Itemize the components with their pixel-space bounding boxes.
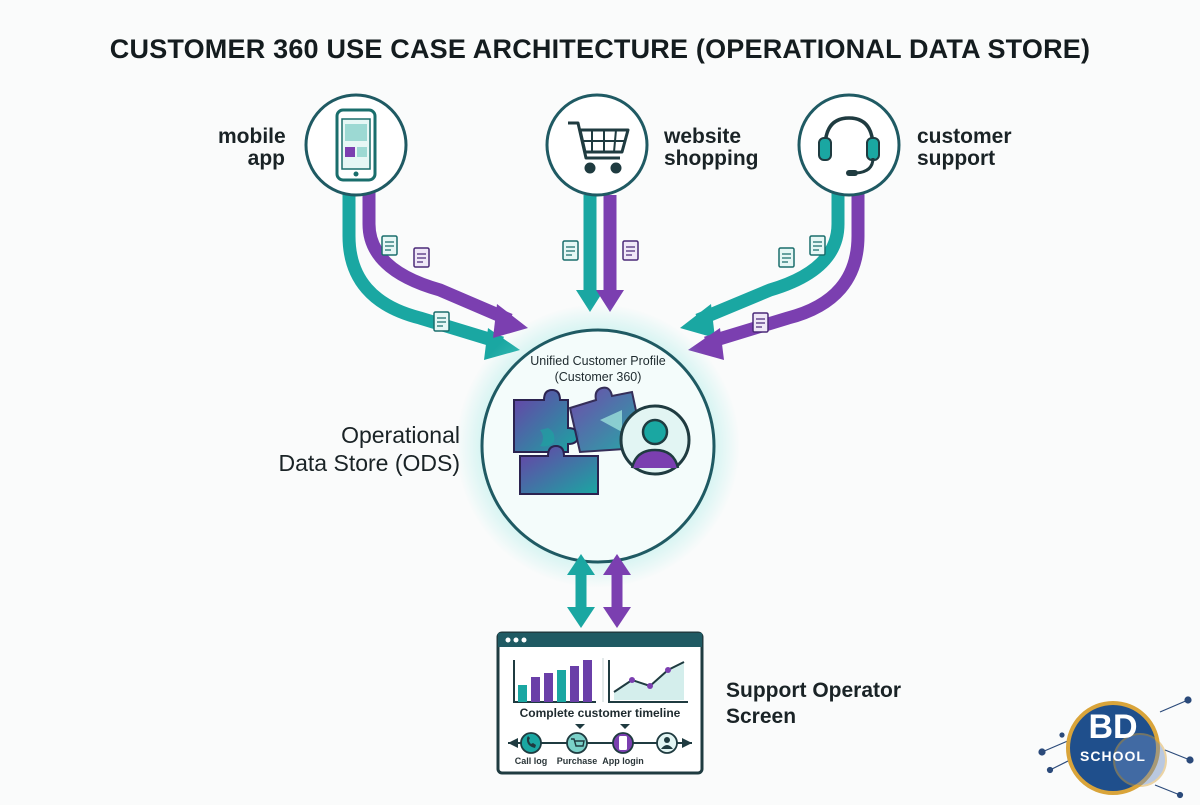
headset-icon: [818, 116, 880, 176]
mobile-flow-arrows: [342, 192, 528, 360]
document-icon: [562, 240, 579, 261]
label-line: app: [247, 147, 285, 170]
label-line: (Customer 360): [554, 370, 642, 384]
label-line: support: [917, 147, 996, 170]
website-flow-arrows: [576, 195, 624, 312]
customer-avatar-icon: [619, 404, 691, 476]
smartphone-icon: [612, 732, 634, 754]
document-icon: [381, 235, 398, 256]
bidirectional-arrows: [567, 554, 631, 628]
document-icon: [413, 247, 430, 268]
label-line: Screen: [726, 705, 797, 728]
line-chart-icon: [608, 660, 688, 703]
label-line: Support Operator: [726, 679, 902, 702]
document-icon: [622, 240, 639, 261]
profile-title: Unified Customer Profile (Customer 360): [495, 353, 701, 385]
screen-label: Support Operator Screen: [726, 678, 901, 730]
ods-label: Operational Data Store (ODS): [240, 421, 461, 477]
support-flow-arrows: [680, 192, 865, 360]
label-line: Unified Customer Profile: [530, 354, 666, 368]
timeline-event-label: App login: [602, 756, 644, 766]
document-icons: [381, 235, 826, 333]
label-line: shopping: [664, 147, 759, 170]
page-title: CUSTOMER 360 USE CASE ARCHITECTURE (OPER…: [109, 34, 1091, 64]
timeline-event-label: Call log: [514, 756, 548, 766]
source-website-shopping: [545, 93, 649, 197]
phone-icon: [520, 732, 542, 754]
document-icon: [433, 311, 450, 332]
smartphone-icon: [335, 108, 377, 182]
document-icon: [778, 247, 795, 268]
timeline: [508, 724, 692, 754]
cart-icon: [566, 732, 588, 754]
document-icon: [809, 235, 826, 256]
brand-line2: SCHOOL: [1080, 748, 1146, 764]
label-line: website: [664, 125, 742, 148]
source-mobile-app: [304, 93, 408, 197]
label-line: Operational: [341, 422, 460, 448]
label-line: Data Store (ODS): [278, 450, 461, 476]
source-label-customer-support: customer support: [917, 126, 1012, 170]
label-line: customer: [917, 125, 1012, 148]
timeline-title: Complete customer timeline: [519, 706, 681, 720]
source-customer-support: [797, 93, 901, 197]
shopping-cart-icon: [568, 121, 630, 174]
label-line: mobile: [218, 125, 286, 148]
ods-circle: [456, 304, 740, 588]
bd-school-logo: [1038, 696, 1194, 799]
user-icon: [656, 732, 678, 754]
bar-chart-icon: [513, 660, 596, 703]
timeline-event-label: Purchase: [556, 756, 598, 766]
brand-line1: BD: [1088, 708, 1138, 746]
source-label-mobile-app: mobile app: [218, 125, 286, 170]
operator-screen: [496, 631, 704, 775]
document-icon: [752, 312, 769, 333]
source-label-website-shopping: website shopping: [664, 126, 758, 170]
